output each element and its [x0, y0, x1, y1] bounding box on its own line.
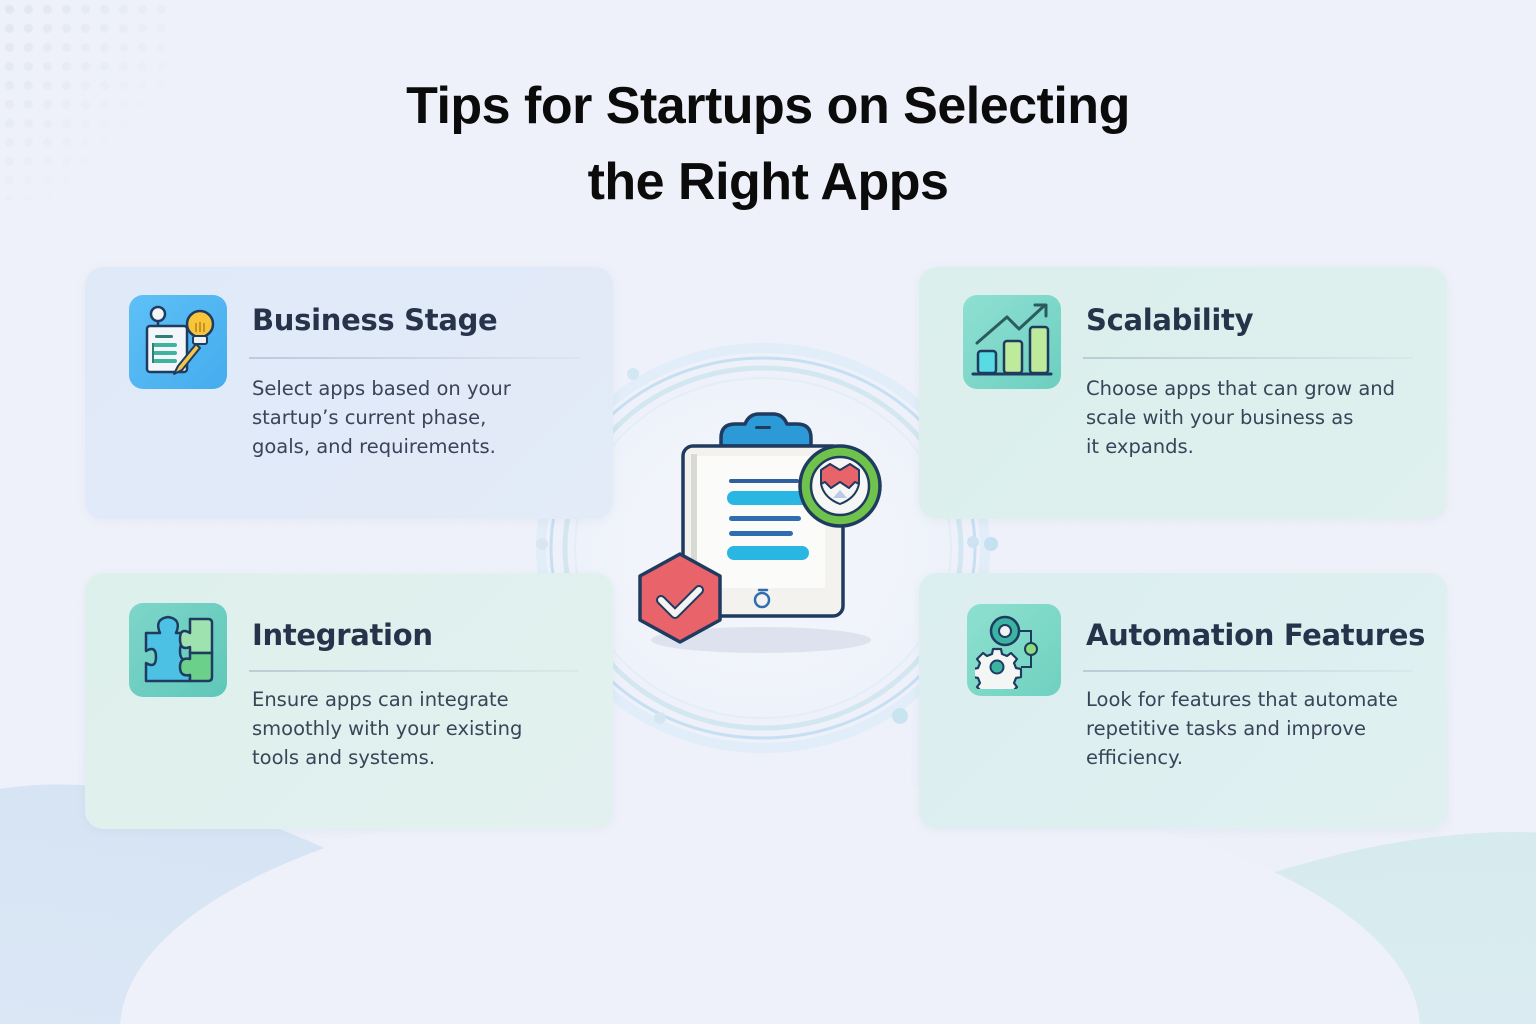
center-hub	[533, 338, 1003, 758]
card-title: Integration	[252, 618, 433, 652]
card-divider	[1083, 670, 1413, 672]
background-dot-pattern	[0, 0, 170, 200]
puzzle-pieces-icon	[129, 603, 227, 697]
card-integration: Integration Ensure apps can integrate sm…	[85, 573, 613, 829]
card-divider	[249, 357, 579, 359]
card-divider	[1083, 357, 1413, 359]
card-description: Ensure apps can integrate smoothly with …	[252, 688, 523, 769]
card-description: Choose apps that can grow and scale with…	[1086, 377, 1396, 458]
card-business-stage: Business Stage Select apps based on your…	[85, 267, 613, 519]
card-divider	[249, 670, 579, 672]
title-line-2: the Right Apps	[587, 153, 949, 211]
card-title: Business Stage	[252, 303, 498, 337]
card-description: Select apps based on your startup’s curr…	[252, 377, 511, 458]
clipboard-lightbulb-icon	[129, 295, 227, 389]
page-title: Tips for Startups on Selecting the Right…	[0, 68, 1536, 220]
card-scalability: Scalability Choose apps that can grow an…	[919, 267, 1447, 519]
card-title: Automation Features	[1086, 618, 1426, 652]
card-automation-features: Automation Features Look for features th…	[919, 573, 1447, 829]
title-line-1: Tips for Startups on Selecting	[406, 77, 1130, 135]
gears-workflow-icon	[967, 604, 1061, 696]
center-ring-graphic	[536, 343, 998, 753]
shield-badge-icon	[798, 444, 882, 528]
growth-bar-chart-icon	[963, 295, 1061, 389]
shield-check-icon	[638, 552, 722, 644]
card-description: Look for features that automate repetiti…	[1086, 688, 1398, 769]
card-title: Scalability	[1086, 303, 1254, 337]
